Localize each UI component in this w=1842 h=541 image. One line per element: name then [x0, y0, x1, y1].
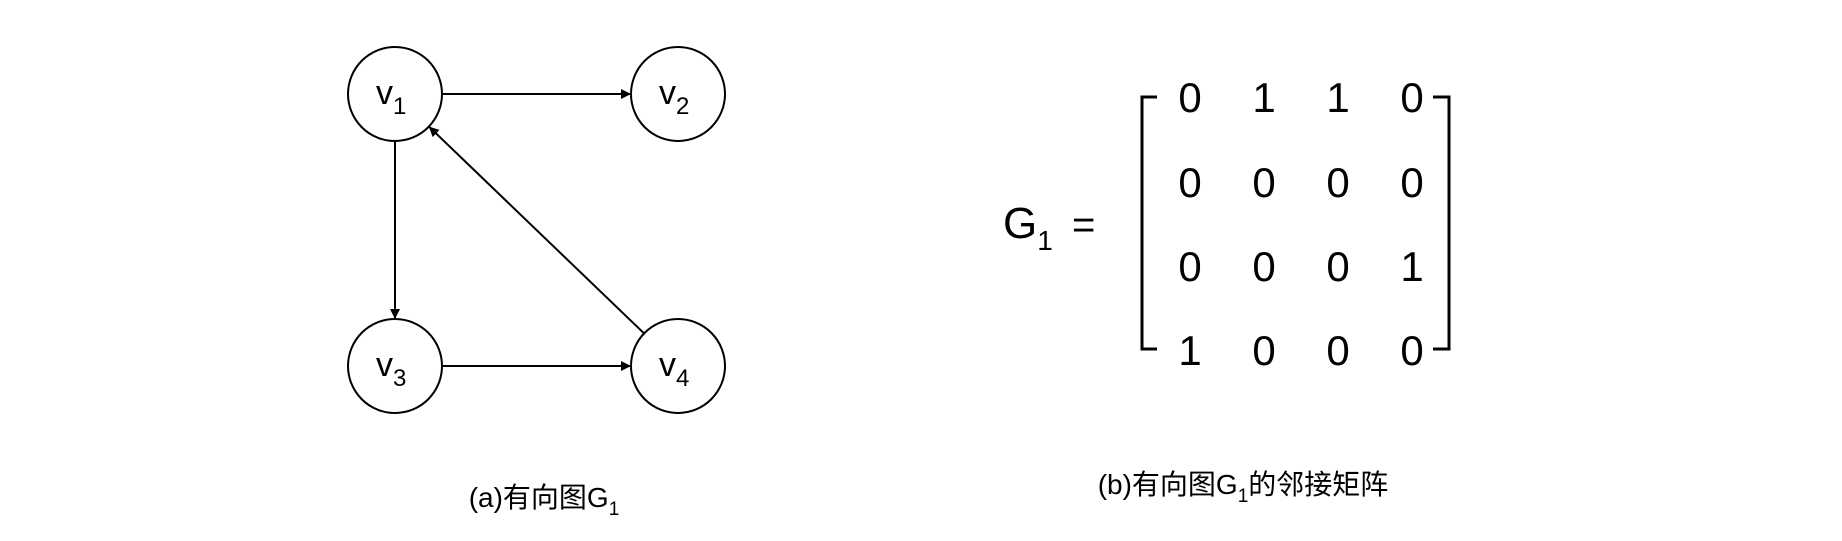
adjacency-matrix-panel: G1 = 0 1 1 0 0 0 0 0 0 0 0 1 1 0 0 0 — [1003, 74, 1451, 374]
matrix-cell-r1-c3: 1 — [1326, 74, 1349, 121]
node-v2: v2 — [630, 46, 726, 142]
matrix-cell-r2-c3: 0 — [1326, 159, 1349, 206]
matrix-cell-r3-c2: 0 — [1252, 243, 1275, 290]
matrix-cell-r2-c4: 0 — [1400, 159, 1423, 206]
matrix-cell-r1-c1: 0 — [1178, 74, 1201, 121]
matrix-cell-r4-c3: 0 — [1326, 327, 1349, 374]
matrix-cell-r3-c4: 1 — [1400, 243, 1423, 290]
matrix-cell-r4-c4: 0 — [1400, 327, 1423, 374]
graph-nodes: v1 v2 v3 v4 — [347, 46, 726, 414]
node-v3: v3 — [347, 318, 443, 414]
directed-graph: v1 v2 v3 v4 — [347, 46, 726, 414]
caption-b: (b)有向图G1的邻接矩阵 — [1098, 469, 1389, 507]
matrix-cell-r4-c2: 0 — [1252, 327, 1275, 374]
node-circle — [630, 46, 726, 142]
matrix-name: G1 — [1003, 199, 1053, 256]
matrix-equals-sign: = — [1072, 203, 1095, 247]
node-v4: v4 — [630, 318, 726, 414]
node-label: v2 — [659, 74, 689, 120]
node-label: v3 — [376, 346, 406, 392]
node-circle — [630, 318, 726, 414]
matrix-left-bracket — [1140, 95, 1157, 351]
matrix-cells: 0 1 1 0 0 0 0 0 0 0 0 1 1 0 0 0 — [1178, 74, 1423, 374]
node-label: v4 — [659, 346, 689, 392]
graph-edges — [390, 89, 645, 371]
caption-a: (a)有向图G1 — [469, 482, 620, 520]
node-circle — [347, 46, 443, 142]
matrix-cell-r4-c1: 1 — [1178, 327, 1201, 374]
matrix-cell-r1-c4: 0 — [1400, 74, 1423, 121]
matrix-cell-r2-c1: 0 — [1178, 159, 1201, 206]
node-v1: v1 — [347, 46, 443, 142]
matrix-cell-r1-c2: 1 — [1252, 74, 1275, 121]
matrix-cell-r2-c2: 0 — [1252, 159, 1275, 206]
node-label: v1 — [376, 74, 406, 120]
matrix-cell-r3-c1: 0 — [1178, 243, 1201, 290]
matrix-cell-r3-c3: 0 — [1326, 243, 1349, 290]
matrix-right-bracket — [1433, 95, 1451, 351]
edge-v4-to-v1 — [428, 125, 645, 335]
node-circle — [347, 318, 443, 414]
